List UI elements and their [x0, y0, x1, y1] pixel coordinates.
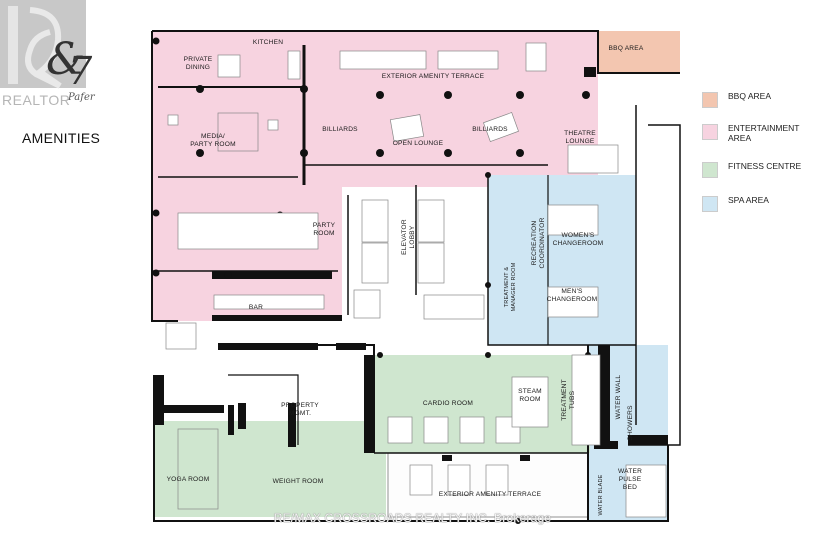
legend-label: BBQ AREA [728, 91, 771, 101]
label-cardio-room: CARDIO ROOM [423, 400, 473, 407]
label-exterior-terrace-top: EXTERIOR AMENITY TERRACE [382, 73, 485, 80]
label-water-wall: WATER WALL [615, 375, 622, 420]
label-bbq-area: BBQ AREA [609, 45, 644, 52]
furniture [165, 42, 667, 518]
label-water-blade: WATER BLADE [598, 474, 604, 515]
label-recreation-2: COORDINATOR [539, 217, 546, 268]
label-womens-2: CHANGEROOM [553, 240, 604, 247]
label-treatment-tubs-2: TUBS [569, 390, 576, 409]
label-steam: STEAM [518, 388, 542, 395]
brokerage-watermark: RE/MAX CROSSROADS REALTY INC. Brokerage [273, 511, 552, 525]
label-showers: SHOWERS [627, 405, 634, 441]
label-steam-2: ROOM [519, 396, 540, 403]
legend-swatch [702, 124, 718, 140]
label-theatre-2: LOUNGE [565, 138, 594, 145]
logo-script: Pafer [67, 92, 96, 103]
label-water-pulse-3: BED [623, 484, 637, 491]
label-private-dining-2: DINING [186, 64, 210, 71]
label-womens: WOMEN'S [561, 232, 594, 239]
floor-plan: KITCHEN PRIVATE DINING BBQ AREA EXTERIOR… [151, 30, 681, 524]
room-labels: KITCHEN PRIVATE DINING BBQ AREA EXTERIOR… [167, 39, 644, 516]
label-elevator-2: LOBBY [409, 225, 416, 248]
label-billiards-left: BILLIARDS [322, 126, 358, 133]
label-elevator: ELEVATOR [401, 219, 408, 255]
wall-bars [154, 67, 668, 461]
label-mens: MEN'S [561, 288, 583, 295]
legend-label: ENTERTAINMENT AREA [728, 123, 800, 143]
label-treatment-tubs: TREATMENT [561, 379, 568, 421]
svg-text:&: & [46, 34, 85, 85]
legend-swatch [702, 162, 718, 178]
label-treatment: TREATMENT & [504, 267, 510, 308]
label-theatre: THEATRE [564, 130, 596, 137]
brokerage-logo: & 7 Pafer [0, 0, 120, 120]
label-weight-room: WEIGHT ROOM [273, 478, 324, 485]
label-private-dining: PRIVATE [184, 56, 213, 63]
label-water-pulse-2: PULSE [619, 476, 642, 483]
label-media-2: PARTY ROOM [190, 141, 236, 148]
legend-label: SPA AREA [728, 195, 769, 205]
legend-swatch [702, 92, 718, 108]
label-mens-2: CHANGEROOM [547, 296, 598, 303]
label-kitchen: KITCHEN [253, 39, 283, 46]
label-party-room: PARTY [313, 222, 336, 229]
label-treatment-2: MANAGER ROOM [511, 262, 517, 311]
label-property-2: MGMT. [289, 410, 311, 417]
label-yoga-room: YOGA ROOM [167, 476, 210, 483]
svg-text:7: 7 [68, 49, 93, 93]
label-billiards-right: BILLIARDS [472, 126, 508, 133]
realtor-watermark: REALTOR [2, 92, 71, 108]
label-exterior-terrace-bottom: EXTERIOR AMENITY TERRACE [439, 491, 542, 498]
label-bar: BAR [249, 304, 263, 311]
label-open-lounge: OPEN LOUNGE [393, 140, 444, 147]
legend-swatch [702, 196, 718, 212]
label-party-room-2: ROOM [313, 230, 334, 237]
label-water-pulse: WATER [618, 468, 642, 475]
label-media: MEDIA/ [201, 133, 225, 140]
label-recreation: RECREATION [531, 221, 538, 266]
legend-label: FITNESS CENTRE [728, 161, 802, 171]
label-property: PROPERTY [281, 402, 319, 409]
page-title: AMENITIES [22, 130, 101, 146]
columns [152, 37, 591, 524]
